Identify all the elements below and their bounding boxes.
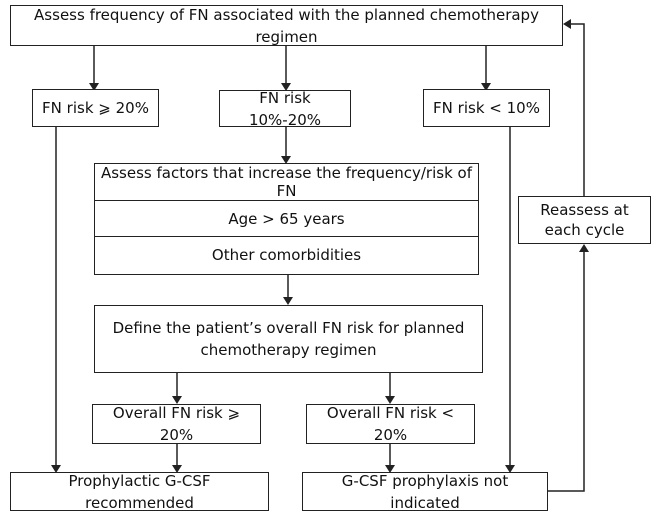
risk-mid-text: FN risk 10%-20% — [248, 88, 322, 129]
risk-high-box: FN risk ⩾ 20% — [32, 89, 159, 127]
reassess-line1: Reassess at — [540, 201, 629, 219]
risk-low-text: FN risk < 10% — [433, 99, 540, 117]
overall-high-text: Overall FN risk ⩾ 20% — [112, 404, 241, 444]
risk-factors-header: Assess factors that increase the frequen… — [95, 164, 478, 201]
define-overall-line2: chemotherapy regimen — [200, 341, 377, 359]
overall-low-box: Overall FN risk < 20% — [306, 404, 475, 444]
arrowhead-define — [283, 297, 293, 305]
arrow-reassess-to-top — [571, 23, 585, 196]
risk-high-text: FN risk ⩾ 20% — [42, 99, 149, 117]
define-overall-line1: Define the patient’s overall FN risk for… — [112, 319, 465, 337]
prophylactic-gcsf-box: Prophylactic G-CSF recommended — [10, 471, 269, 512]
assess-frequency-text: Assess frequency of FN associated with t… — [34, 5, 539, 46]
overall-low-text: Overall FN risk < 20% — [326, 404, 455, 444]
risk-mid-box: FN risk 10%-20% — [219, 89, 351, 129]
arrow-not-indicated-to-reassess — [548, 252, 585, 492]
gcsf-not-indicated-box: G-CSF prophylaxis not indicated — [302, 471, 548, 512]
risk-factors-header-text: Assess factors that increase the frequen… — [100, 164, 472, 200]
risk-factor-comorbidities-text: Other comorbidities — [211, 246, 362, 264]
assess-frequency-box: Assess frequency of FN associated with t… — [10, 5, 563, 46]
arrowhead-reassess — [579, 244, 589, 252]
overall-high-box: Overall FN risk ⩾ 20% — [92, 404, 261, 444]
prophylactic-gcsf-text: Prophylactic G-CSF recommended — [68, 471, 211, 512]
risk-factor-comorbidities: Other comorbidities — [95, 237, 478, 273]
gcsf-not-indicated-text: G-CSF prophylaxis not indicated — [341, 471, 509, 512]
reassess-line2: each cycle — [544, 221, 625, 239]
reassess-box: Reassess at each cycle — [518, 196, 651, 244]
risk-low-box: FN risk < 10% — [423, 89, 550, 127]
define-overall-risk-box: Define the patient’s overall FN risk for… — [94, 305, 483, 373]
arrowhead-loop-top — [563, 19, 571, 29]
risk-factor-age-text: Age > 65 years — [228, 209, 345, 228]
risk-factor-age: Age > 65 years — [95, 201, 478, 237]
risk-factors-table: Assess factors that increase the frequen… — [94, 163, 479, 275]
